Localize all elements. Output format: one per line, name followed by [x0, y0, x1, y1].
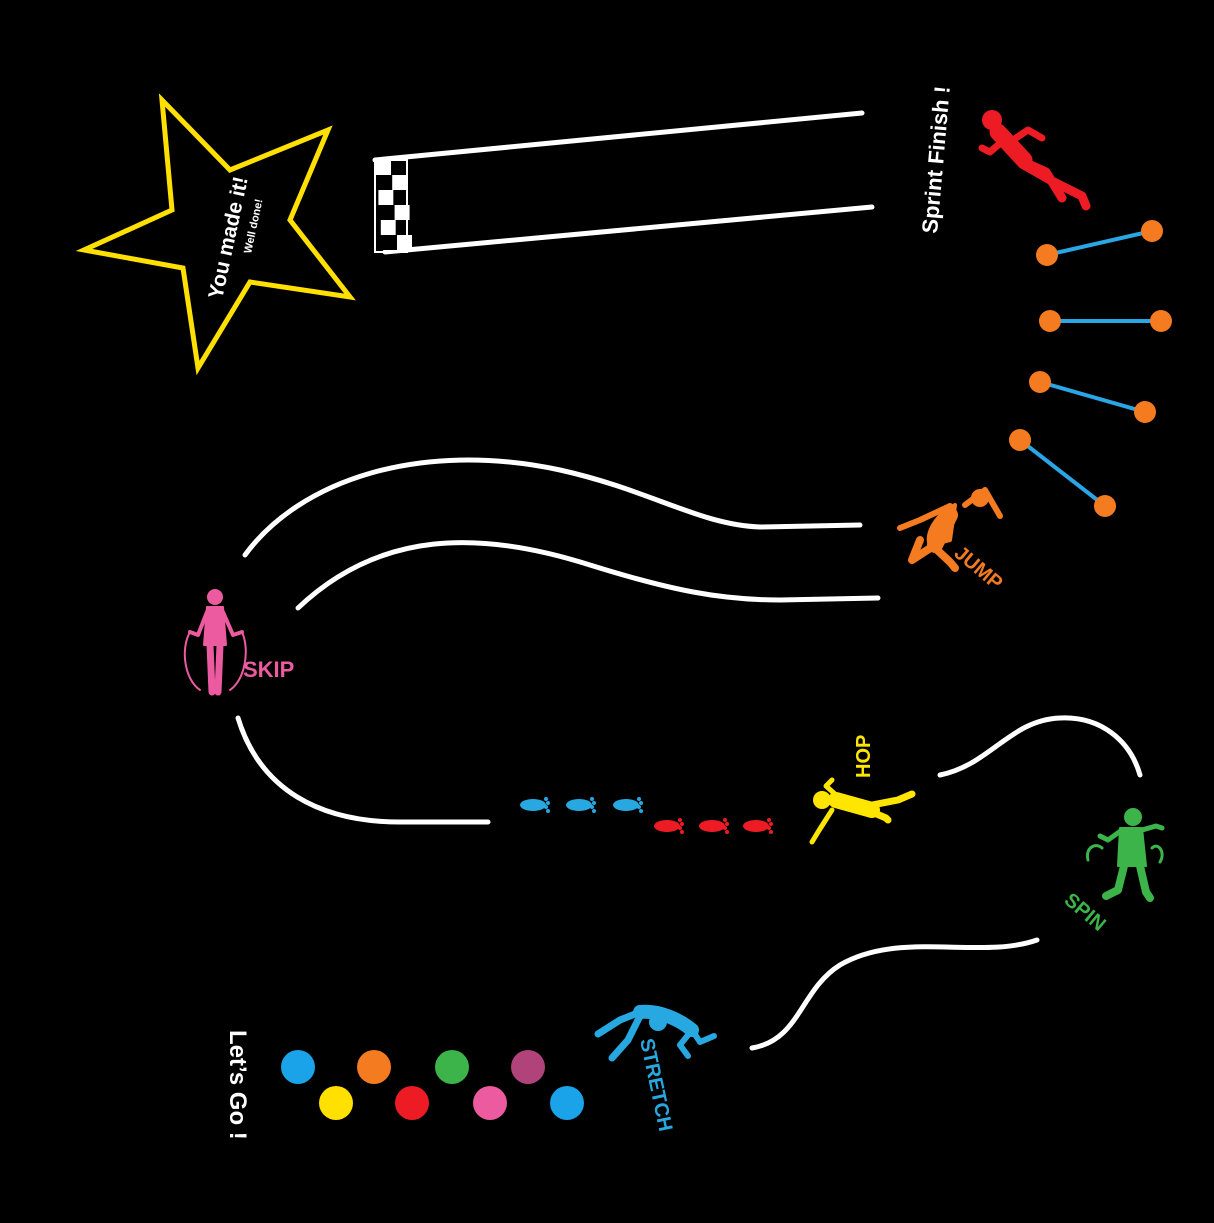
hopping-figure-icon [809, 777, 916, 845]
checker-square [376, 160, 391, 175]
checker-square [397, 235, 412, 250]
checker-square [395, 220, 411, 235]
hop-label: HOP [853, 735, 875, 778]
checker-square [380, 220, 396, 235]
sprint-track: Sprint Finish ! [372, 85, 955, 255]
start-dots [281, 1050, 584, 1120]
curved-track-upper [242, 457, 881, 611]
checker-square [393, 190, 409, 205]
checkered-flag-icon [374, 159, 412, 253]
footprint-icon [743, 818, 773, 834]
finish-star: You made it! Well done! [75, 93, 356, 376]
lets-go-label: Let’s Go ! [224, 1030, 251, 1140]
start-dot [473, 1086, 507, 1120]
curved-track-lower [235, 715, 491, 825]
checker-square [391, 160, 406, 175]
checker-square [394, 205, 410, 220]
running-figure-icon [978, 110, 1091, 211]
stretching-figure-icon [594, 1004, 717, 1062]
start-dot [435, 1050, 469, 1084]
start-dot [550, 1086, 584, 1120]
spinning-figure-icon [1085, 808, 1165, 902]
skip-label: SKIP [243, 657, 294, 682]
start-dot [511, 1050, 545, 1084]
curved-track-spin-stretch [749, 937, 1040, 1051]
footprint-icon [654, 818, 684, 834]
checker-square [377, 175, 393, 190]
start-dot [357, 1050, 391, 1084]
agility-ladder [1009, 220, 1172, 517]
footprint-icon [613, 797, 643, 813]
checker-square [379, 205, 395, 220]
start-dot [281, 1050, 315, 1084]
footprints-icon [520, 797, 773, 834]
skipping-rope-figure-icon [183, 589, 247, 696]
checker-square [382, 235, 397, 250]
star-outline-icon [75, 93, 356, 376]
start-dot [319, 1086, 353, 1120]
sprint-finish-label: Sprint Finish ! [917, 85, 955, 235]
footprint-icon [699, 818, 729, 834]
checker-square [392, 175, 408, 190]
jumping-figure-icon [897, 487, 1003, 572]
checker-border [374, 159, 408, 253]
footprint-icon [520, 797, 550, 813]
checker-square [378, 190, 394, 205]
start-dot [395, 1086, 429, 1120]
stretch-label: STRETCH [635, 1036, 676, 1133]
footprint-icon [566, 797, 596, 813]
curved-track-hop-spin [937, 715, 1143, 778]
